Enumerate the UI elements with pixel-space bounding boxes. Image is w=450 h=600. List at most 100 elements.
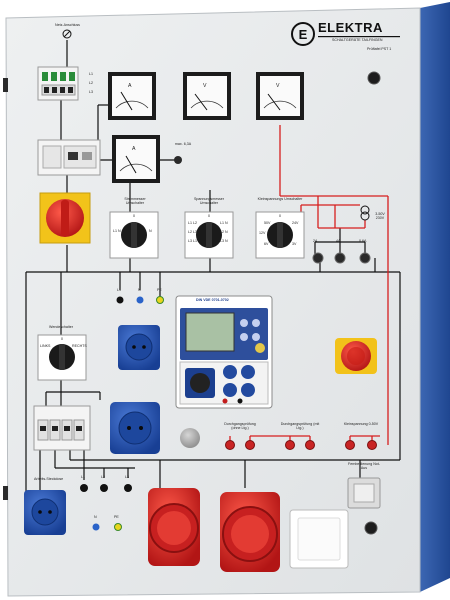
transformer-symbol bbox=[360, 205, 370, 221]
jack-n-label: N bbox=[138, 288, 141, 292]
fuse-2a[interactable] bbox=[312, 252, 324, 264]
ammeter-2 bbox=[112, 135, 160, 183]
elektra-logo: E bbox=[291, 22, 315, 46]
sel-k-top: 50V bbox=[264, 221, 271, 225]
main-switch[interactable] bbox=[39, 192, 91, 244]
jack-n-top[interactable] bbox=[136, 296, 144, 304]
schuko-socket-3[interactable] bbox=[24, 490, 66, 535]
wendeschalter-label: Wendeschalter bbox=[49, 325, 73, 329]
reversing-switch[interactable] bbox=[37, 334, 87, 381]
fernbedienung-label: Fernbedienung Not-Aus bbox=[348, 462, 380, 470]
jack-l1-label: L1 bbox=[117, 288, 121, 292]
fuse-2a-label: 2A bbox=[313, 239, 318, 243]
jack-pe-bottom-label: PE bbox=[114, 515, 119, 519]
low-voltage-selector-switch[interactable] bbox=[255, 211, 305, 259]
sel-k-bl: 6V bbox=[264, 242, 269, 246]
durchgang-1-label: Durchgangsprüfung (ohne Ltg.) bbox=[224, 422, 256, 430]
fuse-4a[interactable] bbox=[334, 252, 346, 264]
reversing-0-label: 0 bbox=[61, 337, 63, 341]
tester-title: DIN VDE 0701-0702 bbox=[196, 298, 229, 302]
schuko-socket-1[interactable] bbox=[118, 325, 160, 370]
fuse-holder-max[interactable] bbox=[174, 156, 182, 164]
key-lock[interactable] bbox=[367, 71, 381, 85]
hinge-bottom bbox=[3, 486, 8, 500]
jack-l1-bottom[interactable] bbox=[80, 484, 88, 492]
strommesser-label: Strommesser Umschalter bbox=[124, 197, 146, 205]
range-label: 3-50V 230V bbox=[375, 212, 385, 220]
socket-breakers[interactable] bbox=[33, 405, 91, 451]
brand-tagline: SCHALTGERÄTE TAILFINGEN bbox=[332, 38, 383, 42]
rechts-label: RECHTS bbox=[72, 344, 87, 348]
arbeits-label: Arbeits-Steckdose bbox=[34, 477, 64, 481]
appliance-tester[interactable] bbox=[175, 295, 273, 409]
kleinspannung-label: Kleinspannungs Umschalter bbox=[257, 197, 303, 201]
sel-v-r1: L1 N bbox=[220, 221, 228, 225]
fuse-06a-label: 0,6A bbox=[359, 239, 367, 243]
jack-n-bottom[interactable] bbox=[92, 523, 100, 531]
sel-v-r2: L2 N bbox=[220, 230, 228, 234]
residual-current-device[interactable] bbox=[37, 139, 101, 176]
voltmeter-selector-switch[interactable] bbox=[184, 211, 234, 259]
indicator-lamp bbox=[180, 428, 200, 448]
sel-v-l1: L1 L2 bbox=[188, 221, 197, 225]
black-wiring bbox=[25, 40, 401, 500]
sel-v-l3: L3 L1 bbox=[188, 239, 197, 243]
brand-name: ELEKTRA bbox=[318, 20, 383, 35]
jack-l3-bottom-label: L3 bbox=[125, 475, 129, 479]
sel-v-l2: L2 L3 bbox=[188, 230, 197, 234]
main-circuit-breaker[interactable] bbox=[37, 66, 79, 101]
fuse-06a[interactable] bbox=[359, 252, 371, 264]
emergency-stop-button[interactable] bbox=[335, 338, 377, 374]
cee-socket-16a[interactable] bbox=[148, 488, 200, 566]
logo-underline bbox=[318, 36, 400, 38]
durchgang-2-label: Durchgangsprüfung (mit Ltg.) bbox=[280, 422, 320, 430]
links-label: LINKS bbox=[40, 344, 51, 348]
case-side bbox=[420, 2, 450, 592]
sel-k-br: 3V bbox=[292, 242, 297, 246]
jack-l1-top[interactable] bbox=[116, 296, 124, 304]
sel-k-r: 24V bbox=[292, 221, 299, 225]
ammeter-1-unit: A bbox=[128, 83, 132, 89]
netz-anschluss-label: Netz-Anschluss bbox=[55, 23, 80, 27]
sel-v-r3: L3 N bbox=[220, 239, 228, 243]
cee-socket-32a[interactable] bbox=[220, 492, 280, 572]
model-label: Prüftafel PST 1 bbox=[367, 47, 392, 51]
light-switch[interactable] bbox=[289, 509, 349, 569]
jack-l2-bottom-label: L2 bbox=[101, 475, 105, 479]
low-voltage-meter bbox=[256, 72, 304, 120]
ammeter-selector-switch[interactable] bbox=[109, 211, 159, 259]
jack-l2-bottom[interactable] bbox=[100, 484, 108, 492]
max-label: max. 6,3A bbox=[174, 142, 192, 146]
low-voltage-meter-unit: V bbox=[276, 83, 280, 89]
red-test-jacks[interactable] bbox=[225, 440, 377, 450]
voltmeter-unit: V bbox=[203, 83, 207, 89]
spannungsmesser-label: Spannungsmesser Umschalter bbox=[194, 197, 224, 205]
mains-lamp-symbol bbox=[62, 29, 72, 39]
sel-v-0: 0 bbox=[208, 214, 210, 218]
jack-n-bottom-label: N bbox=[94, 515, 97, 519]
sel-k-0: 0 bbox=[279, 214, 281, 218]
jack-pe-bottom[interactable] bbox=[114, 523, 122, 531]
svg-text:E: E bbox=[299, 27, 308, 42]
l1-label-top: L1 bbox=[89, 72, 93, 76]
key-lock-bottom[interactable] bbox=[364, 521, 378, 535]
ammeter-1 bbox=[108, 72, 156, 120]
jack-l3-bottom[interactable] bbox=[124, 484, 132, 492]
sel-k-l: 12V bbox=[259, 231, 266, 235]
voltmeter bbox=[183, 72, 231, 120]
kleinspannung-out-label: Kleinspannung 0-50V bbox=[343, 422, 379, 426]
jack-l1-bottom-label: L1 bbox=[81, 475, 85, 479]
l3-label-top: L3 bbox=[89, 90, 93, 94]
jack-pe-label: PE bbox=[157, 288, 162, 292]
jack-pe-top[interactable] bbox=[156, 296, 164, 304]
hinge-top bbox=[3, 78, 8, 92]
sel-a-0: 0 bbox=[133, 214, 135, 218]
remote-emergency-switch[interactable] bbox=[347, 477, 381, 509]
l2-label-top: L2 bbox=[89, 81, 93, 85]
ammeter-2-unit: A bbox=[132, 146, 136, 152]
schuko-socket-2[interactable] bbox=[110, 402, 160, 454]
fuse-4a-label: 4A bbox=[336, 239, 341, 243]
sel-a-left: L1 N bbox=[113, 229, 121, 233]
sel-a-right: N bbox=[149, 229, 152, 233]
